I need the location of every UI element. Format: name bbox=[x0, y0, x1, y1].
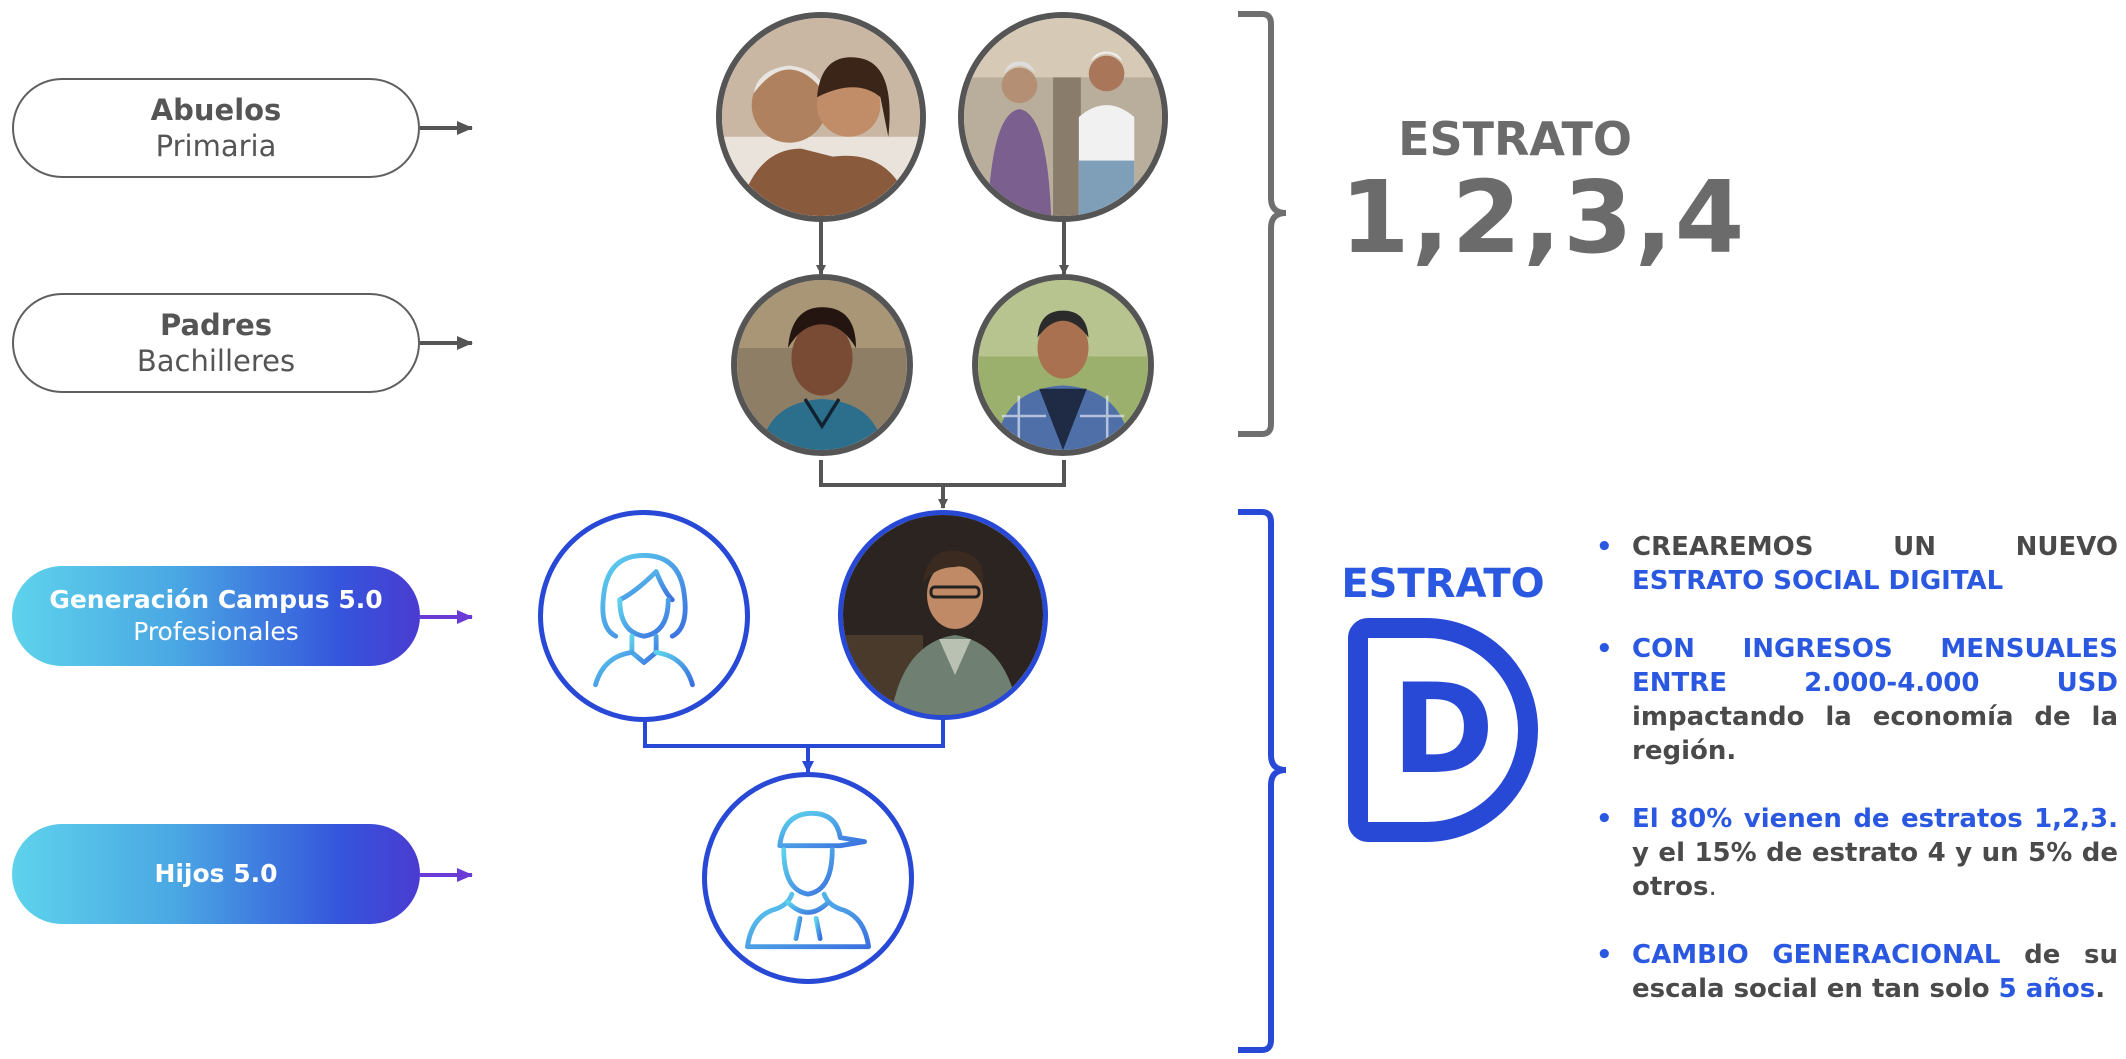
estrato-top-label: ESTRATO bbox=[1398, 112, 1632, 166]
row-hijos: Hijos 5.0 bbox=[12, 824, 420, 924]
abuelos-label: Abuelos bbox=[150, 93, 282, 127]
row-generacion-campus: Generación Campus 5.0 Profesionales bbox=[12, 566, 420, 666]
bullet-1: CREAREMOS UN NUEVO ESTRATO SOCIAL DIGITA… bbox=[1596, 530, 2118, 598]
bullet-4: CAMBIO GENERACIONAL de su escala social … bbox=[1596, 938, 2118, 1006]
campus-sub: Profesionales bbox=[133, 617, 299, 646]
bracket-top bbox=[1238, 11, 1287, 437]
estrato-top: ESTRATO 1,2,3,4 bbox=[1340, 112, 1747, 276]
bullet-2: CON INGRESOS MENSUALES ENTRE 2.000-4.000… bbox=[1596, 632, 2118, 768]
padres-sub: Bachilleres bbox=[136, 344, 296, 378]
photo-mother bbox=[731, 274, 913, 456]
young-man-outline-icon bbox=[702, 772, 914, 984]
campus-label: Generación Campus 5.0 bbox=[49, 585, 383, 614]
bullet-3: El 80% vienen de estratos 1,2,3. y el 15… bbox=[1596, 802, 2118, 904]
photo-father bbox=[972, 274, 1154, 456]
row-abuelos: Abuelos Primaria bbox=[12, 78, 420, 178]
bracket-bottom bbox=[1238, 509, 1287, 1053]
photo-grandfather-granddaughter bbox=[716, 12, 926, 222]
row-padres: Padres Bachilleres bbox=[12, 293, 420, 393]
estrato-top-numbers: 1,2,3,4 bbox=[1340, 159, 1747, 276]
abuelos-sub: Primaria bbox=[155, 129, 277, 163]
woman-outline-icon bbox=[538, 510, 750, 722]
estrato-d-letter: D bbox=[1391, 658, 1495, 802]
bullet-list: CREAREMOS UN NUEVO ESTRATO SOCIAL DIGITA… bbox=[1596, 530, 2118, 1040]
estrato-digital-label: ESTRATO bbox=[1341, 561, 1545, 607]
connector-campus-join bbox=[643, 717, 945, 748]
photo-elderly-couple bbox=[958, 12, 1168, 222]
photo-young-professional bbox=[838, 510, 1048, 720]
connector-parents-join bbox=[819, 460, 1066, 487]
padres-label: Padres bbox=[159, 308, 273, 342]
hijos-label: Hijos 5.0 bbox=[154, 859, 278, 888]
